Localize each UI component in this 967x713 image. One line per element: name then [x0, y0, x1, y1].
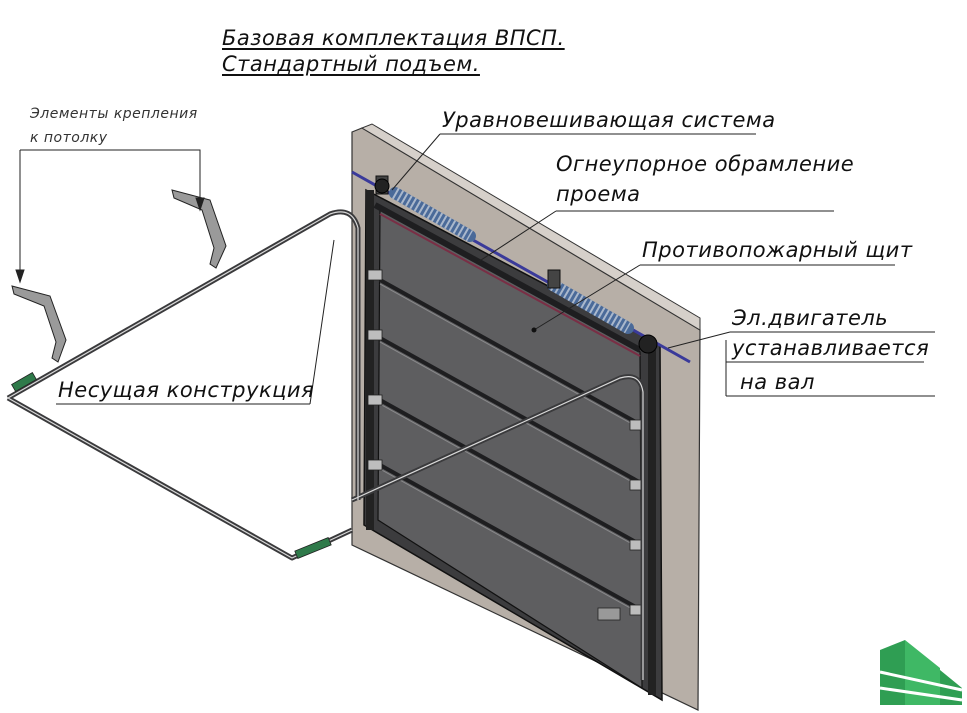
top-cross-member [373, 202, 642, 353]
ceiling-mount-right [171, 189, 227, 269]
hinges [367, 269, 645, 616]
label-balancing-system: Уравновешивающая система [442, 108, 776, 132]
title-line-2: Стандартный подъем. [222, 52, 480, 76]
ceiling-mount-left [11, 285, 67, 363]
support-structure-inner [7, 211, 644, 680]
leader-lines [15, 133, 935, 405]
label-ceiling-mounts-2: к потолку [30, 130, 108, 146]
label-ceiling-mounts-1: Элементы крепления [30, 106, 198, 122]
label-fire-frame-1: Огнеупорное обрамление [556, 152, 855, 176]
spring-bracket [547, 269, 561, 289]
top-cross-member-trim [379, 213, 641, 357]
torsion-spring-left [389, 187, 476, 242]
label-fire-frame-2: проема [556, 182, 641, 206]
cable-drum-left [374, 178, 390, 194]
cable-drum-right [638, 334, 658, 354]
fire-shield-pointer-dot [531, 327, 537, 333]
panel-section-highlights [379, 283, 642, 615]
label-motor-2: устанавливается [732, 336, 930, 360]
panel-sections [379, 278, 642, 612]
label-motor-3: на вал [740, 370, 815, 394]
label-fire-shield: Противопожарный щит [642, 238, 913, 262]
title-line-1: Базовая комплектация ВПСП. [222, 26, 565, 50]
label-motor-1: Эл.двигатель [732, 306, 889, 330]
door-handle [597, 607, 621, 621]
green-building-logo-icon [879, 640, 963, 705]
rail-end-caps [11, 371, 332, 559]
torsion-spring-right [547, 279, 634, 334]
label-support-structure: Несущая конструкция [58, 378, 315, 402]
